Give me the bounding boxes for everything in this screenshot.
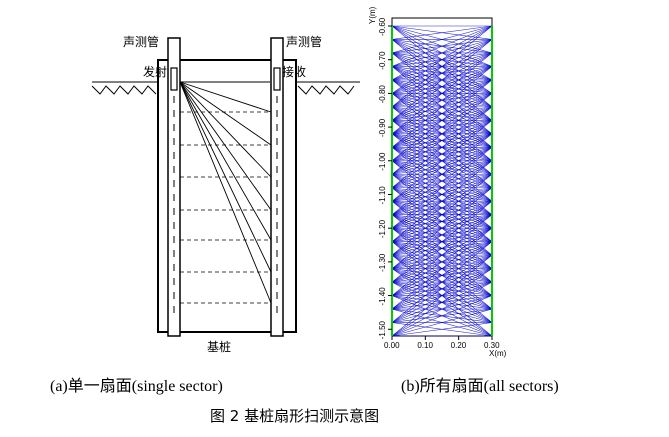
ray-path (391, 227, 493, 310)
pile-label: 基桩 (207, 339, 231, 354)
ray-line (179, 81, 272, 241)
ray-line (179, 81, 272, 211)
caption-b: (b)所有扇面(all sectors) (401, 377, 559, 395)
pile-body (157, 59, 297, 333)
y-tick-label: -0.90 (378, 118, 387, 137)
y-tick-label: -1.20 (378, 219, 387, 238)
x-axis: 0.00 0.10 0.20 0.30 (384, 336, 500, 350)
ray-path (391, 39, 493, 108)
y-tick-label: -0.70 (378, 51, 387, 70)
x-tick-label: 0.20 (451, 341, 467, 350)
level-lines (180, 111, 271, 304)
ray-line (179, 81, 272, 304)
y-axis: -0.60 -0.70 -0.80 -0.90 -1.00 -1.10 -1.20 -1.30… (378, 17, 392, 339)
ray-path (391, 106, 493, 175)
ray-path (391, 52, 493, 135)
x-tick-label: 0.10 (417, 341, 433, 350)
ray-path (391, 133, 493, 215)
x-axis-label: X(m) (489, 349, 507, 358)
ray-path (391, 25, 493, 67)
x-tick-label: 0.00 (384, 341, 400, 350)
ray-path (391, 106, 493, 188)
ray-path (391, 187, 493, 256)
ray-path (391, 120, 493, 202)
ray-path (391, 120, 493, 188)
ray-path (391, 214, 493, 296)
caption-a: (a)单一扇面(single sector) (50, 377, 223, 395)
ray-network (391, 25, 493, 337)
ray-path (391, 254, 493, 337)
y-tick-label: -0.60 (378, 17, 387, 36)
ray-path (391, 268, 493, 337)
ray-path (391, 227, 493, 296)
ray-path (391, 241, 493, 310)
ray-path (391, 25, 493, 94)
y-tick-label: -1.00 (378, 152, 387, 171)
ray-path (391, 147, 493, 215)
receiver-label: 接收 (282, 64, 306, 79)
panel-b: -0.60 -0.70 -0.80 -0.90 -1.00 -1.10 -1.20 -1.30… (368, 6, 507, 358)
ray-path (391, 200, 493, 269)
ray-line (179, 81, 272, 273)
emitter-probe (170, 67, 178, 91)
emitter-label: 发射 (143, 64, 167, 79)
ray-path (391, 200, 493, 283)
ray-path (391, 52, 493, 121)
figure-caption: 图 2 基桩扇形扫测示意图 (210, 407, 379, 425)
ray-path (391, 93, 493, 162)
tube-label-left: 声测管 (123, 34, 159, 49)
tube-label-right: 声测管 (286, 34, 322, 49)
y-tick-label: -0.80 (378, 85, 387, 104)
ray-path (391, 174, 493, 242)
ray-path (391, 66, 493, 135)
ray-path (391, 160, 493, 229)
ray-path (391, 214, 493, 283)
ray-path (391, 187, 493, 269)
ray-path (391, 133, 493, 202)
ray-path (391, 174, 493, 256)
ray-line (179, 81, 272, 178)
ray-line (179, 81, 272, 146)
ray-path (391, 308, 493, 337)
ray-path (391, 25, 493, 108)
y-tick-label: -1.10 (378, 186, 387, 205)
ray-path (391, 79, 493, 148)
ray-path (391, 66, 493, 148)
ray-path (391, 93, 493, 175)
receiver-probe (273, 67, 281, 91)
y-tick-label: -1.50 (378, 320, 387, 339)
ray-path (391, 322, 493, 337)
ray-path (391, 25, 493, 81)
tube-dash-marks (173, 96, 278, 313)
ray-path (391, 160, 493, 242)
ray-path (391, 39, 493, 121)
y-axis-label: Y(m) (368, 6, 377, 24)
ray-path (391, 79, 493, 162)
ray-path (391, 241, 493, 323)
y-tick-label: -1.30 (378, 253, 387, 272)
ray-path (391, 25, 493, 40)
ray-path (391, 25, 493, 54)
panel-a: 声测管 声测管 发射 接收 基桩 (91, 34, 360, 354)
ray-path (391, 254, 493, 323)
ray-path (391, 147, 493, 229)
ray-path (391, 295, 493, 337)
x-tick-label: 0.30 (484, 341, 500, 350)
ray-line (179, 81, 272, 113)
ray-path (391, 281, 493, 337)
ground-right (296, 81, 360, 95)
ground-left (91, 81, 158, 95)
y-tick-label: -1.40 (378, 287, 387, 306)
ray-fan (179, 81, 272, 304)
